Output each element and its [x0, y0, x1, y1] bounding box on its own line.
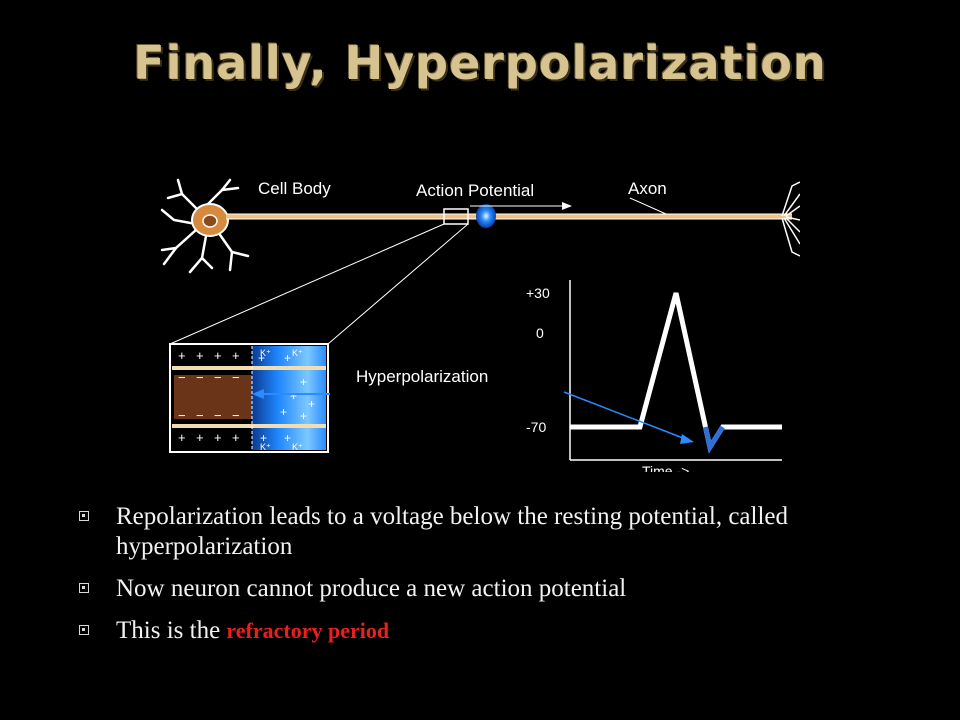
hyperpolarization-pointer — [563, 391, 689, 441]
plus-sign: + — [308, 397, 315, 411]
voltage-trace — [570, 292, 782, 454]
ion-label: K⁺ — [292, 442, 303, 452]
axon — [226, 214, 792, 219]
hyperpolarization-trace — [703, 425, 725, 454]
axon-terminals — [781, 181, 801, 257]
bullet-item: Now neuron cannot produce a new action p… — [70, 574, 930, 604]
membrane-panel: + + + + − − − − − − − − + + + + + + + + … — [169, 343, 330, 453]
square-bullet-icon — [79, 625, 89, 635]
bullet-item: Repolarization leads to a voltage below … — [70, 502, 930, 562]
bullet-text: This is the — [116, 617, 227, 644]
plus-sign: + — [280, 405, 287, 419]
plus-sign: + — [290, 389, 297, 403]
minus-sign: − — [178, 370, 186, 385]
minus-sign: − — [214, 370, 222, 385]
plus-sign: + — [300, 375, 307, 389]
hyperpolarization-label: Hyperpolarization — [356, 367, 488, 386]
square-bullet-icon — [79, 583, 89, 593]
action-potential-spot — [476, 204, 496, 228]
minus-sign: − — [196, 370, 204, 385]
square-bullet-icon — [79, 511, 89, 521]
minus-sign: − — [196, 408, 204, 423]
plus-sign: + — [300, 409, 307, 423]
plus-sign: + — [178, 430, 186, 445]
voltage-graph: +30 0 -70 Time -> — [526, 280, 782, 479]
depolarized-zone — [252, 346, 326, 450]
plus-sign: + — [232, 348, 240, 363]
plus-sign: + — [196, 348, 204, 363]
minus-sign: − — [232, 370, 240, 385]
plus-sign: + — [284, 351, 291, 365]
y-tick-label: +30 — [526, 285, 550, 301]
slide-title: Finally, Hyperpolarization — [133, 36, 827, 90]
refractory-period-highlight: refractory period — [226, 618, 390, 643]
action-potential-label: Action Potential — [416, 181, 534, 200]
minus-sign: − — [232, 408, 240, 423]
ion-label: K⁺ — [260, 442, 271, 452]
ion-label: K⁺ — [292, 348, 303, 358]
bullet-item: This is the refractory period — [70, 616, 930, 646]
plus-sign: + — [260, 431, 267, 445]
zoom-box — [443, 208, 469, 225]
plus-sign: + — [284, 431, 291, 445]
plus-sign: + — [258, 351, 265, 365]
neuron-diagram-svg: Cell Body Action Potential Axon + + + + … — [160, 178, 801, 479]
plus-sign: + — [214, 430, 222, 445]
y-tick-label: -70 — [526, 419, 546, 435]
neuron-diagram: Cell Body Action Potential Axon + + + + … — [160, 172, 801, 479]
ion-label: K⁺ — [260, 348, 271, 358]
bullet-text: Now neuron cannot produce a new action p… — [116, 575, 627, 602]
dendrites — [160, 178, 250, 274]
plus-sign: + — [232, 430, 240, 445]
nucleus — [202, 214, 218, 228]
time-axis-label: Time -> — [642, 463, 689, 472]
minus-sign: − — [178, 408, 186, 423]
minus-sign: − — [214, 408, 222, 423]
cell-body-label: Cell Body — [258, 179, 331, 198]
bullet-list: Repolarization leads to a voltage below … — [70, 502, 930, 658]
plus-sign: + — [196, 430, 204, 445]
bullet-text: Repolarization leads to a voltage below … — [116, 503, 788, 560]
plus-sign: + — [214, 348, 222, 363]
axon-label: Axon — [628, 179, 667, 198]
plus-sign: + — [178, 348, 186, 363]
y-tick-label: 0 — [536, 325, 544, 341]
